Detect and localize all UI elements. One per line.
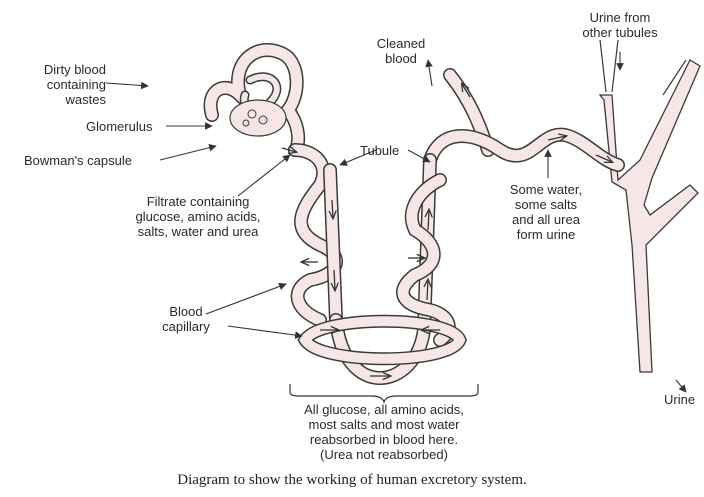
label-filtrate: Filtrate containing glucose, amino acids… <box>120 194 276 239</box>
bottom-loop <box>305 320 460 378</box>
label-some-water: Some water, some salts and all urea form… <box>494 182 598 242</box>
label-urine: Urine <box>664 392 695 407</box>
label-glomerulus: Glomerulus <box>86 119 152 134</box>
connecting-tubule <box>430 135 618 165</box>
collecting-duct <box>600 40 700 372</box>
glomerulus-capsule <box>211 50 299 150</box>
label-blood-capillary: Blood capillary <box>154 304 218 334</box>
label-bowmans-capsule: Bowman's capsule <box>24 153 132 168</box>
label-reabsorbed: All glucose, all amino acids, most salts… <box>276 402 492 462</box>
descending-loop <box>295 150 336 320</box>
diagram-caption: Diagram to show the working of human exc… <box>0 472 704 489</box>
label-urine-from: Urine from other tubules <box>570 10 670 40</box>
label-cleaned-blood: Cleaned blood <box>368 36 434 66</box>
label-dirty-blood: Dirty blood containing wastes <box>14 62 106 107</box>
brace <box>290 384 478 402</box>
ascending-loop <box>403 160 449 340</box>
label-tubule: Tubule <box>360 143 399 158</box>
